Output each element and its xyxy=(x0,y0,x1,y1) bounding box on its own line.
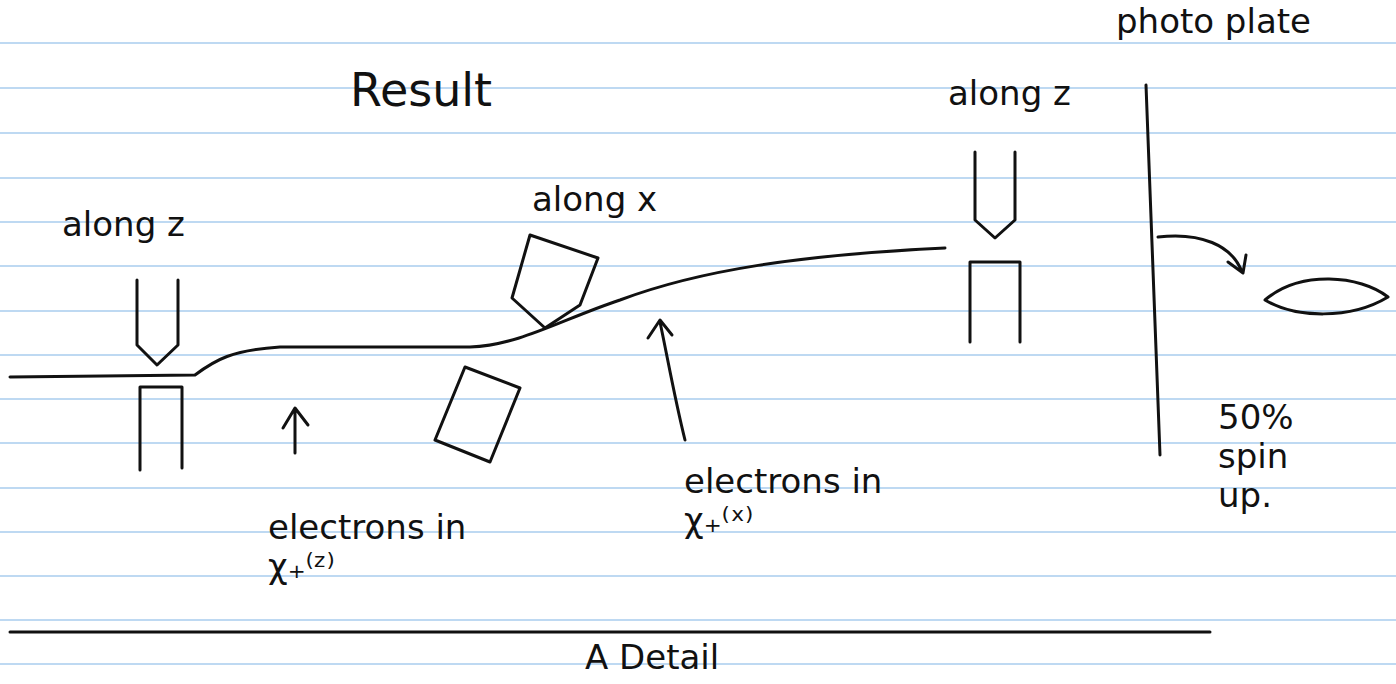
magnet-label: along x xyxy=(532,180,657,219)
divider-line xyxy=(10,631,1210,634)
magnet-south xyxy=(140,387,182,470)
heading: A Detail xyxy=(585,638,719,677)
photo-plate xyxy=(1146,85,1160,455)
magnet-north xyxy=(512,235,598,328)
result-note: 50% spin up. xyxy=(1218,398,1348,515)
magnet-south xyxy=(435,367,520,462)
magnet-north xyxy=(975,152,1015,238)
beam-spot xyxy=(1265,279,1388,314)
curved-arrow xyxy=(1158,236,1246,273)
magnet-north xyxy=(137,280,178,365)
pointer-arrow xyxy=(283,408,308,453)
electron-beam xyxy=(10,248,945,377)
magnet-label: along z xyxy=(62,205,185,244)
title: Result xyxy=(350,64,492,117)
pointer-arrow xyxy=(648,320,685,440)
magnet-label: along z xyxy=(948,74,1071,113)
plate-label: photo plate xyxy=(1116,2,1316,41)
magnet-south xyxy=(970,262,1020,342)
state-note: electrons in χ₊⁽ˣ⁾ xyxy=(684,462,914,540)
state-note: electrons in χ₊⁽ᶻ⁾ xyxy=(268,508,528,586)
